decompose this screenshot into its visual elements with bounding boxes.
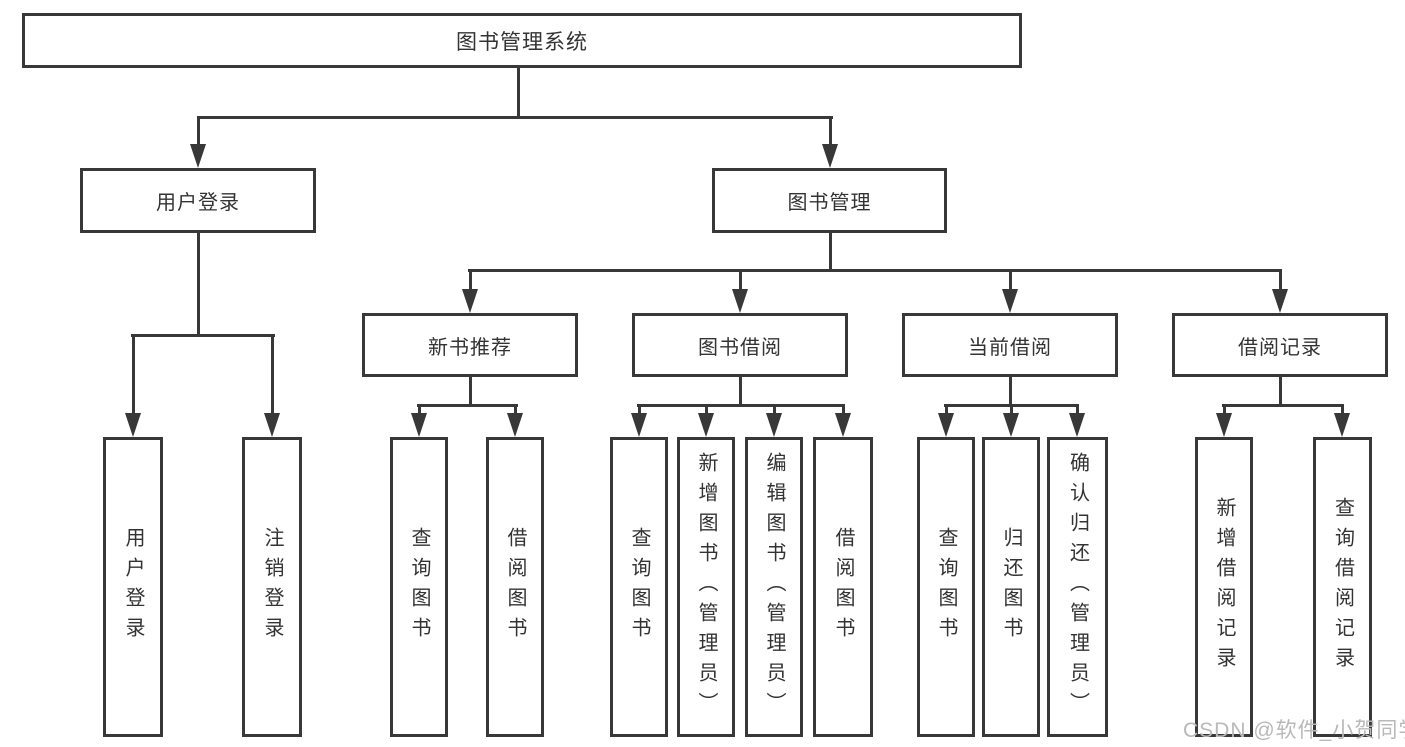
leaf-label: 用户登录 (122, 527, 144, 647)
connector-line (417, 404, 518, 407)
leaf-label: 归还图书 (1000, 527, 1022, 647)
leaf-edit-book-admin: 编辑图书（管理员） (745, 437, 803, 737)
leaf-label: 查询图书 (935, 527, 957, 647)
arrowhead-down (1002, 289, 1018, 313)
connector-line (705, 404, 708, 418)
connector-line (637, 404, 845, 407)
connector-line (468, 269, 1282, 272)
connector-line (1009, 376, 1012, 407)
connector-line (1279, 376, 1282, 407)
arrowhead-down (822, 144, 838, 168)
node-label: 图书管理 (787, 192, 872, 214)
connector-line (132, 334, 135, 417)
arrowhead-down (1334, 413, 1350, 437)
connector-line (739, 269, 742, 293)
node-library-management-system: 图书管理系统 (22, 13, 1022, 68)
connector-line (469, 269, 472, 293)
node-current-borrow: 当前借阅 (902, 313, 1118, 377)
connector-line (514, 404, 517, 418)
leaf-query-borrow-record: 查询借阅记录 (1313, 437, 1372, 737)
node-book-borrow: 图书借阅 (632, 313, 848, 377)
arrowhead-down (732, 289, 748, 313)
leaf-label: 注销登录 (261, 527, 283, 647)
connector-line (418, 404, 421, 418)
arrowhead-down (1272, 289, 1288, 313)
leaf-user-login: 用户登录 (103, 437, 163, 737)
node-new-book-recommend: 新书推荐 (362, 313, 578, 377)
arrowhead-down (507, 413, 523, 437)
leaf-label: 借阅图书 (504, 527, 526, 647)
connector-line (197, 116, 833, 119)
connector-line (131, 334, 275, 337)
leaf-query-books-current: 查询图书 (917, 437, 975, 737)
arrowhead-down (698, 413, 714, 437)
node-label: 新书推荐 (428, 336, 512, 359)
csdn-watermark: CSDN @软件_小贺同学 (1183, 719, 1405, 742)
connector-line (271, 334, 274, 417)
leaf-label: 查询图书 (408, 527, 430, 647)
arrowhead-down (264, 413, 280, 437)
node-label: 用户登录 (156, 192, 240, 214)
leaf-label: 确认归还（管理员） (1066, 452, 1089, 722)
connector-line (1222, 404, 1344, 407)
arrowhead-down (938, 413, 954, 437)
node-label: 图书管理系统 (456, 30, 588, 54)
arrowhead-down (462, 289, 478, 313)
leaf-label: 编辑图书（管理员） (763, 452, 785, 722)
connector-line (197, 232, 200, 337)
leaf-add-borrow-record: 新增借阅记录 (1195, 437, 1253, 737)
connector-line (1341, 404, 1344, 418)
connector-line (739, 376, 742, 407)
leaf-label: 查询借阅记录 (1331, 497, 1354, 677)
connector-line (1010, 404, 1013, 418)
connector-line (945, 404, 948, 418)
leaf-query-books-recommend: 查询图书 (390, 437, 448, 737)
leaf-query-books-borrow: 查询图书 (610, 437, 668, 737)
leaf-label: 借阅图书 (832, 527, 854, 647)
connector-line (773, 404, 776, 418)
connector-line (638, 404, 641, 418)
arrowhead-down (835, 413, 851, 437)
connector-line (842, 404, 845, 418)
arrowhead-down (1216, 413, 1232, 437)
node-book-management: 图书管理 (712, 168, 947, 233)
connector-line (1279, 269, 1282, 293)
leaf-label: 查询图书 (628, 527, 650, 647)
leaf-add-book-admin: 新增图书（管理员） (677, 437, 735, 737)
arrowhead-down (411, 413, 427, 437)
leaf-confirm-return-admin: 确认归还（管理员） (1047, 437, 1108, 737)
connector-line (1009, 269, 1012, 293)
node-label: 借阅记录 (1238, 336, 1322, 359)
connector-line (829, 232, 832, 272)
arrowhead-down (1003, 413, 1019, 437)
connector-line (197, 116, 200, 148)
leaf-borrow-books-recommend: 借阅图书 (486, 437, 544, 737)
connector-line (829, 116, 832, 148)
arrowhead-down (631, 413, 647, 437)
leaf-label: 新增图书（管理员） (695, 452, 717, 722)
arrowhead-down (190, 144, 206, 168)
connector-line (517, 67, 520, 119)
leaf-borrow-books: 借阅图书 (813, 437, 873, 737)
leaf-return-book: 归还图书 (982, 437, 1040, 737)
arrowhead-down (1069, 413, 1085, 437)
node-borrow-records: 借阅记录 (1172, 313, 1388, 377)
node-user-login: 用户登录 (80, 168, 316, 233)
arrowhead-down (125, 413, 141, 437)
node-label: 图书借阅 (698, 336, 782, 359)
connector-line (469, 376, 472, 407)
leaf-logout: 注销登录 (242, 437, 302, 737)
leaf-label: 新增借阅记录 (1213, 497, 1235, 677)
connector-line (1223, 404, 1226, 418)
node-label: 当前借阅 (968, 336, 1052, 359)
connector-line (1076, 404, 1079, 418)
arrowhead-down (766, 413, 782, 437)
